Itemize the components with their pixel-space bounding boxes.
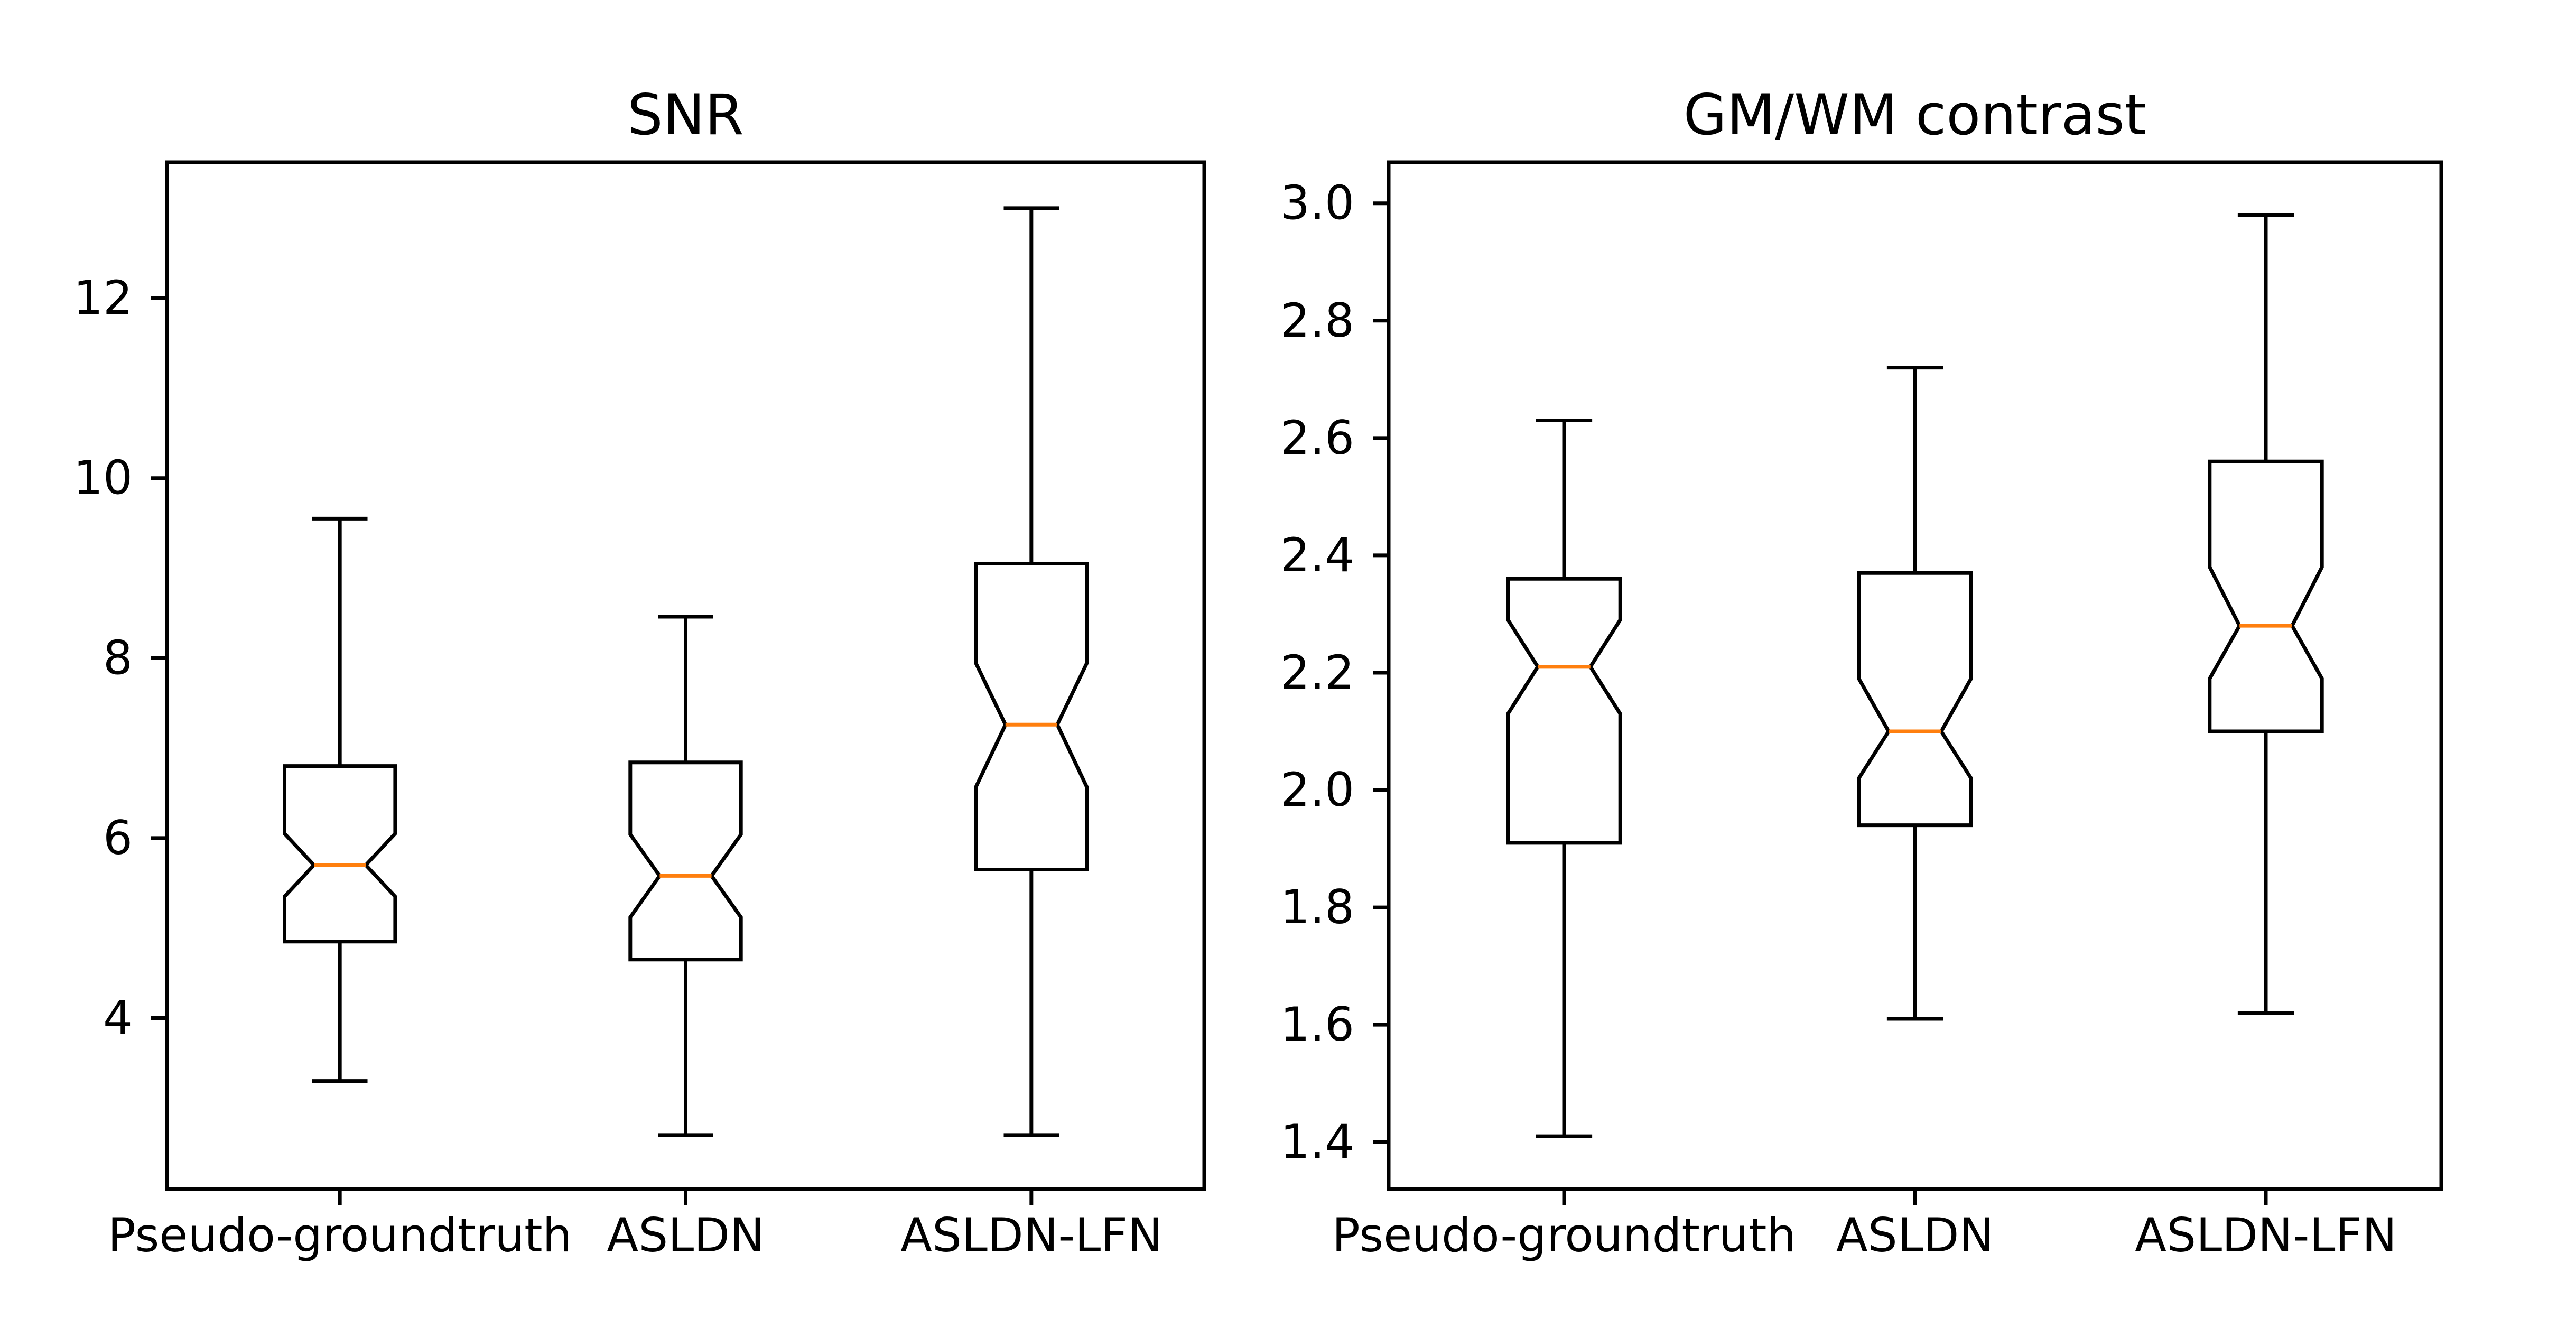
x-tick-label: ASLDN-LFN	[900, 1208, 1163, 1262]
box-group	[628, 615, 743, 1137]
y-tick-label: 2.0	[1280, 763, 1354, 817]
notched-box	[1857, 571, 1973, 828]
notched-box	[1506, 577, 1622, 845]
notched-box	[283, 764, 397, 944]
y-tick-label: 3.0	[1280, 176, 1354, 230]
x-tick-label: ASLDN	[1836, 1208, 1994, 1262]
y-tick-label: 1.8	[1280, 880, 1354, 934]
x-tick-label: ASLDN-LFN	[2135, 1208, 2397, 1262]
y-tick-label: 2.2	[1280, 645, 1354, 700]
y-tick-label: 12	[73, 271, 133, 325]
box-group	[1857, 366, 1973, 1021]
notched-box	[628, 760, 743, 962]
plot-title: SNR	[627, 82, 743, 147]
y-tick-label: 2.6	[1280, 411, 1354, 465]
y-tick-label: 2.4	[1280, 528, 1354, 582]
box-group	[2208, 213, 2324, 1015]
x-tick-label: Pseudo-groundtruth	[1332, 1208, 1796, 1262]
y-tick-label: 10	[73, 451, 133, 505]
axes-frame	[1387, 160, 2443, 1191]
box-group	[283, 516, 397, 1083]
plot-title: GM/WM contrast	[1684, 82, 2146, 147]
y-tick-label: 2.8	[1280, 293, 1354, 348]
y-tick-label: 8	[103, 630, 133, 685]
y-tick-label: 1.4	[1280, 1115, 1354, 1169]
y-tick-label: 4	[103, 990, 133, 1045]
box-group	[974, 206, 1089, 1137]
notched-box	[974, 562, 1089, 871]
x-tick-label: ASLDN	[607, 1208, 765, 1262]
y-tick-label: 6	[103, 811, 133, 865]
box-group	[1506, 419, 1622, 1138]
gm-wm-contrast-plot: GM/WM contrast 1.4 1.6 1.8 2.0 2.2 2.4 2.6 2.8 3.…	[1280, 82, 2443, 1262]
notched-box	[2208, 459, 2324, 733]
y-tick-label: 1.6	[1280, 997, 1354, 1052]
x-tick-label: Pseudo-groundtruth	[108, 1208, 572, 1262]
